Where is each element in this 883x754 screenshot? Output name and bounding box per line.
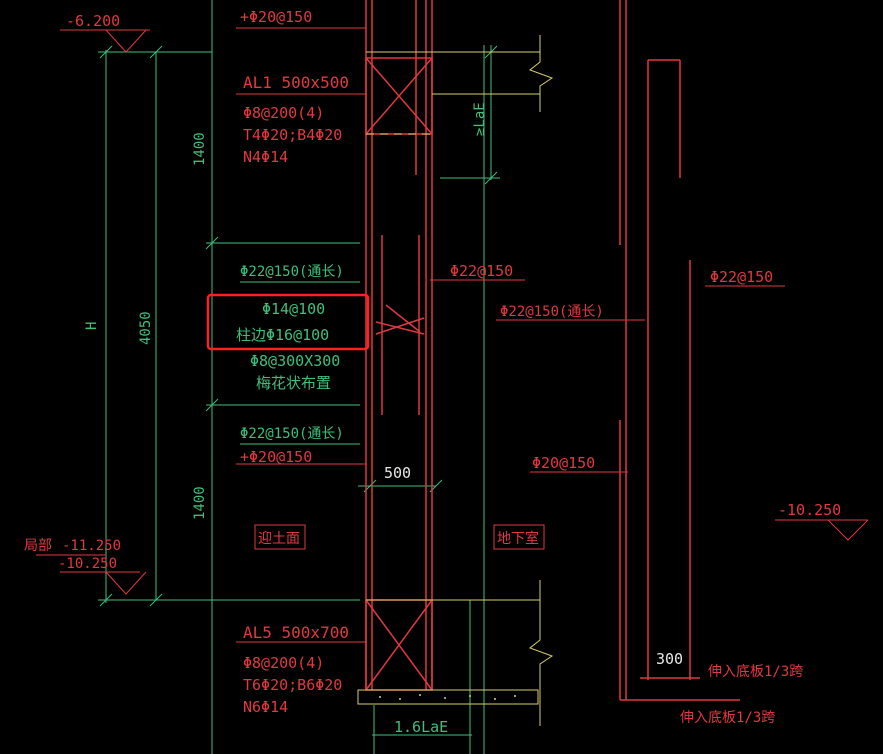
dim-1-6lae: 1.6LaE xyxy=(394,718,448,736)
rebar-tie: Φ8@300X300 xyxy=(250,352,340,370)
elev-local-label: 局部 xyxy=(24,538,52,554)
basement-box xyxy=(493,524,545,550)
elev-top-left: -6.200 xyxy=(66,12,120,30)
dim-1400-bottom: 1400 xyxy=(192,486,208,520)
rebar-r2: Φ22@150(通长) xyxy=(500,304,604,320)
al1-tb: T4Φ20;B4Φ20 xyxy=(243,126,342,144)
rebar-top: +Φ20@150 xyxy=(240,8,312,26)
elev-bottom-left: -10.250 xyxy=(58,556,117,572)
wall-outline xyxy=(365,0,740,701)
dim-500: 500 xyxy=(384,464,411,482)
ext-label-1: 伸入底板1/3跨 xyxy=(708,664,803,680)
elev-local-val: -11.250 xyxy=(62,538,121,554)
al5-n: N6Φ14 xyxy=(243,698,288,716)
al1-n: N4Φ14 xyxy=(243,148,288,166)
rebar-r3: Φ22@150 xyxy=(710,268,773,286)
rebar-hl1: Φ14@100 xyxy=(262,300,325,318)
basement-label: 地下室 xyxy=(497,530,539,547)
al1-stirrup: Φ8@200(4) xyxy=(243,104,324,122)
rebar-g2: Φ22@150(通长) xyxy=(240,426,344,442)
rebar-plus20: +Φ20@150 xyxy=(240,448,312,466)
al5-stirrup: Φ8@200(4) xyxy=(243,654,324,672)
slab-hatch xyxy=(379,694,516,700)
ext-label-2: 伸入底板1/3跨 xyxy=(680,710,775,726)
highlight-box xyxy=(206,293,370,351)
al5-tb: T6Φ20;B6Φ20 xyxy=(243,676,342,694)
rebar-g1: Φ22@150(通长) xyxy=(240,264,344,280)
soil-side-box xyxy=(254,524,306,550)
dim-1400-top: 1400 xyxy=(192,132,208,166)
rebar-tie-note: 梅花状布置 xyxy=(256,374,331,392)
dimension-lines xyxy=(98,0,500,754)
soil-side-label: 迎土面 xyxy=(258,531,300,547)
dim-lae: ≥LaE xyxy=(472,102,488,136)
dim-h: H xyxy=(84,322,100,330)
al1-title: AL1 500x500 xyxy=(243,73,349,92)
rebar-hl2: 柱边Φ16@100 xyxy=(236,326,329,344)
dim-4050: 4050 xyxy=(138,311,154,345)
beam-lines xyxy=(357,35,554,726)
dim-300: 300 xyxy=(656,650,683,668)
al5-title: AL5 500x700 xyxy=(243,623,349,642)
rebar-r1: Φ22@150 xyxy=(450,262,513,280)
rebar-r4: Φ20@150 xyxy=(532,454,595,472)
leader-lines xyxy=(36,27,869,643)
elev-right: -10.250 xyxy=(778,501,841,519)
